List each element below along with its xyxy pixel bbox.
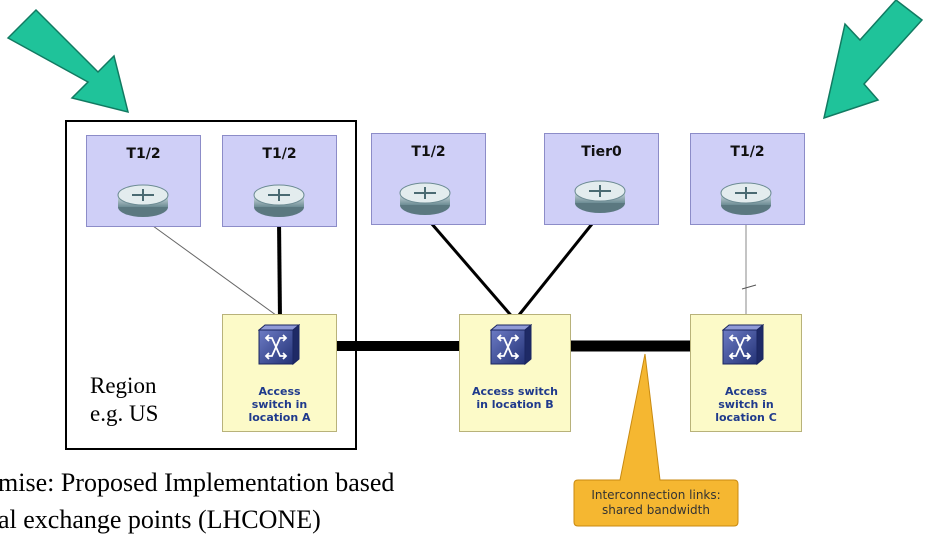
router-icon bbox=[720, 182, 772, 215]
switch-icon bbox=[258, 324, 300, 366]
arrow-right-icon bbox=[822, 0, 924, 120]
router-icon bbox=[117, 184, 169, 217]
switch-icon bbox=[490, 324, 532, 366]
switch-label-b: Access switch in location B bbox=[471, 385, 559, 411]
switch-label-a: Access switch in location A bbox=[248, 385, 311, 424]
site-label: T1/2 bbox=[411, 144, 446, 160]
region-frame bbox=[65, 120, 357, 450]
link-router3-switchB bbox=[423, 215, 517, 321]
site-label: T1/2 bbox=[262, 146, 297, 162]
switch-icon bbox=[722, 324, 764, 366]
region-label: Region e.g. US bbox=[90, 373, 159, 426]
callout-text: Interconnection links: shared bandwidth bbox=[591, 488, 721, 517]
site-label: Tier0 bbox=[581, 144, 622, 160]
callout-bubble bbox=[573, 353, 739, 527]
site-box-4: Tier0 bbox=[544, 133, 659, 225]
switch-box-b: Access switch in location B bbox=[459, 314, 571, 432]
router-icon bbox=[574, 180, 626, 213]
site-label: T1/2 bbox=[126, 146, 161, 162]
arrow-left-icon bbox=[6, 8, 130, 114]
link-router2-switchA bbox=[277, 219, 282, 321]
site-box-5: T1/2 bbox=[690, 133, 805, 225]
caption-line-2: al exchange points (LHCONE) bbox=[0, 505, 321, 534]
site-label: T1/2 bbox=[730, 144, 765, 160]
tick-mark bbox=[741, 284, 757, 290]
switch-label-c: Access switch in location C bbox=[715, 385, 777, 424]
link-router1-switchA bbox=[141, 217, 281, 319]
router-icon bbox=[399, 182, 451, 215]
router-icon bbox=[253, 184, 305, 217]
link-router4-switchB bbox=[513, 213, 602, 321]
caption-line-1: mise: Proposed Implementation based bbox=[0, 468, 395, 497]
